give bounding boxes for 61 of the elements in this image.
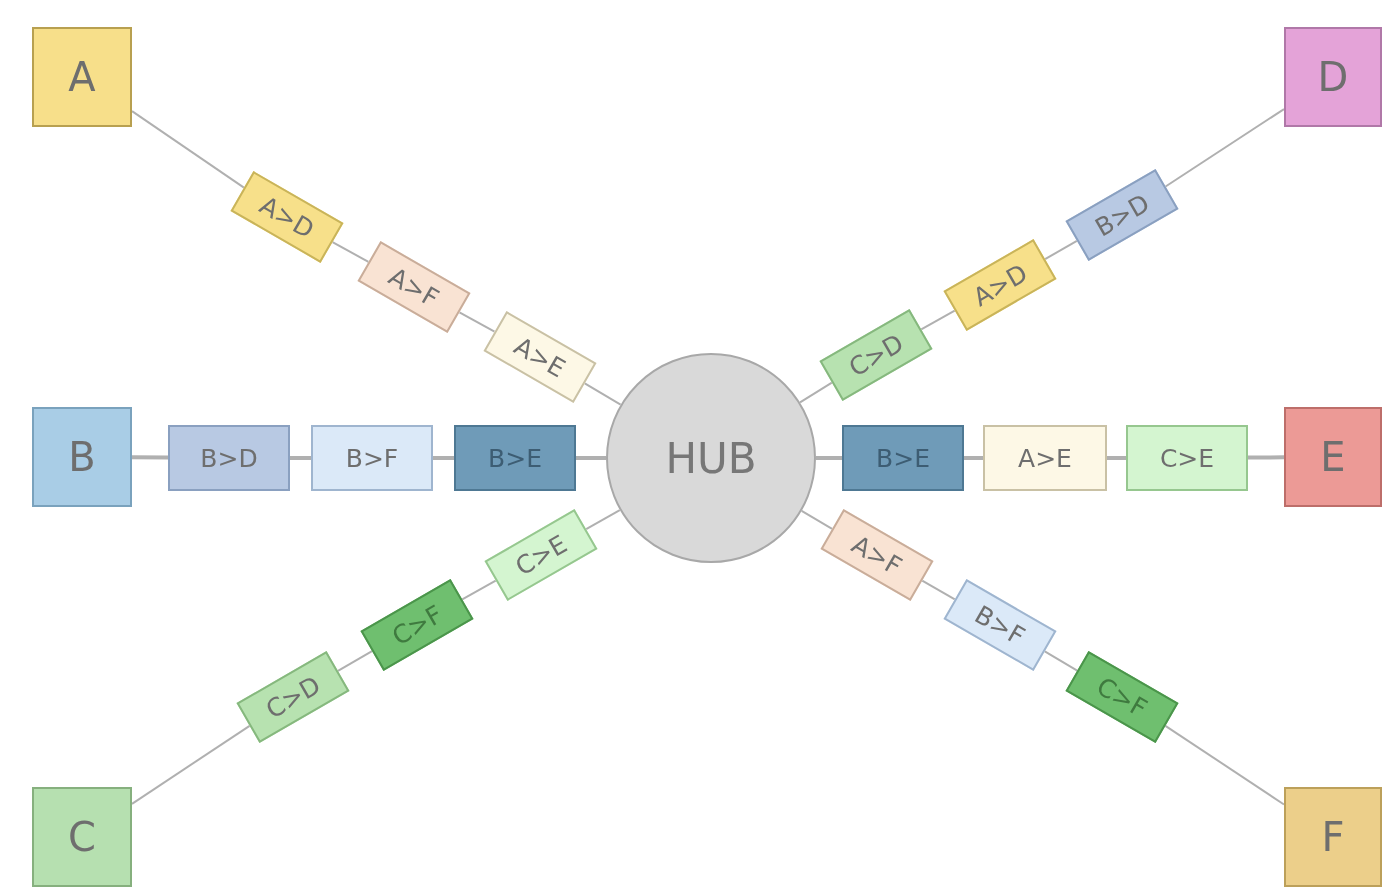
- route-box: [454, 425, 576, 491]
- node-label: C>D: [260, 670, 326, 724]
- node-label: C>F: [386, 599, 448, 651]
- connector-line: [1248, 455, 1284, 460]
- connector-line: [331, 241, 370, 263]
- connector-line: [1043, 650, 1079, 672]
- node-label: A>E: [509, 330, 571, 383]
- station-box: [32, 787, 132, 887]
- route-box: [983, 425, 1107, 491]
- connector-line: [583, 382, 622, 406]
- connector-line: [585, 509, 621, 531]
- connector-line: [290, 456, 311, 460]
- station-box: [1284, 787, 1382, 887]
- node-label: HUB: [665, 433, 757, 483]
- node-label: E: [1320, 434, 1346, 480]
- node-label: A>D: [254, 190, 320, 244]
- node-label: A>F: [847, 529, 907, 581]
- station-box: [32, 27, 132, 127]
- node-label: C>F: [1091, 671, 1153, 723]
- route-box: [1126, 425, 1248, 491]
- connector-line: [132, 455, 168, 460]
- connector-line: [816, 456, 842, 460]
- connector-line: [336, 650, 374, 672]
- connector-line: [1107, 456, 1126, 460]
- station-box: [1284, 407, 1382, 507]
- node-label: A>E: [1018, 443, 1072, 473]
- station-box: [32, 407, 132, 507]
- connector-line: [921, 579, 956, 601]
- node-label: C: [68, 814, 96, 860]
- node-label: B>D: [200, 443, 258, 473]
- node-label: B>E: [876, 443, 930, 473]
- connector-line: [576, 456, 606, 460]
- connector-line: [799, 381, 833, 404]
- connector-line: [458, 311, 496, 333]
- node-label: F: [1321, 814, 1345, 860]
- node-label: B: [68, 434, 96, 480]
- connector-line: [1164, 108, 1285, 188]
- connector-line: [131, 110, 245, 189]
- connector-line: [920, 309, 956, 331]
- route-box: [842, 425, 964, 491]
- route-box: [311, 425, 433, 491]
- node-label: A>F: [384, 261, 444, 313]
- node-label: B>D: [1089, 188, 1155, 242]
- connector-line: [1164, 724, 1285, 806]
- node-label: B>F: [970, 599, 1030, 651]
- node-label: A: [68, 54, 96, 100]
- node-label: B>F: [345, 443, 399, 473]
- connector-line: [131, 724, 251, 805]
- node-label: D: [1317, 54, 1349, 100]
- node-label: C>E: [1159, 443, 1215, 473]
- station-box: [1284, 27, 1382, 127]
- connector-line: [1044, 239, 1078, 261]
- connector-line: [964, 456, 983, 460]
- route-box: [168, 425, 290, 491]
- node-label: A>D: [967, 258, 1033, 312]
- connector-line: [461, 579, 497, 601]
- node-label: C>D: [843, 328, 909, 382]
- node-label: C>E: [510, 528, 572, 582]
- node-label: B>E: [488, 443, 542, 473]
- connector-line: [433, 456, 454, 460]
- connector-line: [800, 509, 834, 530]
